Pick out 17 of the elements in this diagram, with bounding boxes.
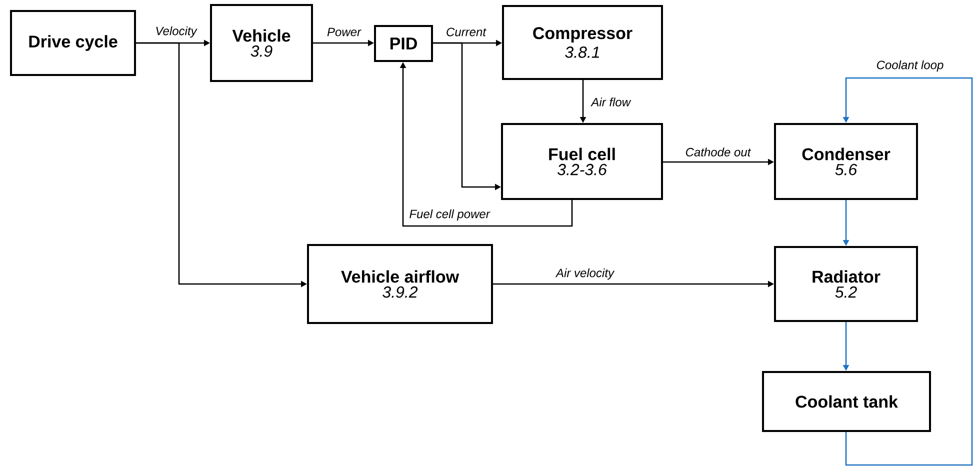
edge-label: Cathode out (684, 146, 752, 158)
process-box: Radiator 5.2 (774, 246, 918, 322)
edge-label: Velocity (154, 25, 198, 39)
edge-label: Fuel cell power (408, 208, 491, 222)
edge-label: Coolant loop (875, 59, 945, 73)
process-box: Condenser 5.6 (774, 123, 918, 200)
process-box: Coolant tank (762, 371, 931, 432)
edge-label: Power (326, 26, 362, 38)
process-box: Vehicle airflow 3.9.2 (307, 244, 493, 324)
process-box: Vehicle 3.9 (210, 4, 313, 82)
edge-label: Air velocity (555, 267, 616, 281)
process-box: Fuel cell 3.2-3.6 (501, 123, 663, 200)
process-box: Drive cycle (10, 10, 136, 76)
process-box: Compressor 3.8.1 (502, 5, 663, 80)
edge-label: Current (445, 26, 488, 38)
edge-label: Air flow (590, 96, 632, 108)
process-box: PID (374, 25, 433, 62)
